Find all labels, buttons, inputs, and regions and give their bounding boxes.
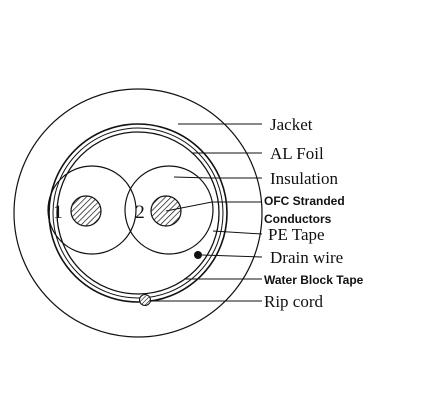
- label-ofc-line2: Conductors: [264, 212, 332, 226]
- label-jacket: Jacket: [270, 115, 313, 134]
- label-al-foil: AL Foil: [270, 144, 324, 163]
- insulation-2: [124, 165, 214, 255]
- drain-wire-dot: [194, 251, 202, 259]
- conductor-number-2: 2: [135, 202, 145, 223]
- label-insulation: Insulation: [270, 169, 338, 188]
- leader-drain-wire: [201, 254, 263, 258]
- label-rip-cord: Rip cord: [264, 292, 324, 311]
- conductor-number-1: 1: [53, 202, 63, 223]
- conductor-1: [70, 195, 102, 227]
- leader-pe-tape: [212, 230, 263, 235]
- leader-insulation: [173, 176, 262, 179]
- al-foil-ring: [48, 123, 228, 303]
- insulation-1: [47, 165, 137, 255]
- jacket-outer-ring: [13, 88, 263, 338]
- label-water-block-tape: Water Block Tape: [264, 273, 364, 287]
- label-pe-tape: PE Tape: [268, 225, 325, 244]
- label-ofc-line1: OFC Stranded: [264, 194, 345, 208]
- label-drain-wire: Drain wire: [270, 248, 343, 267]
- water-block-tape-ring: [52, 127, 224, 299]
- leader-ofc: [165, 201, 262, 212]
- pe-tape-ring: [56, 131, 220, 295]
- rip-cord-dot: [139, 294, 151, 306]
